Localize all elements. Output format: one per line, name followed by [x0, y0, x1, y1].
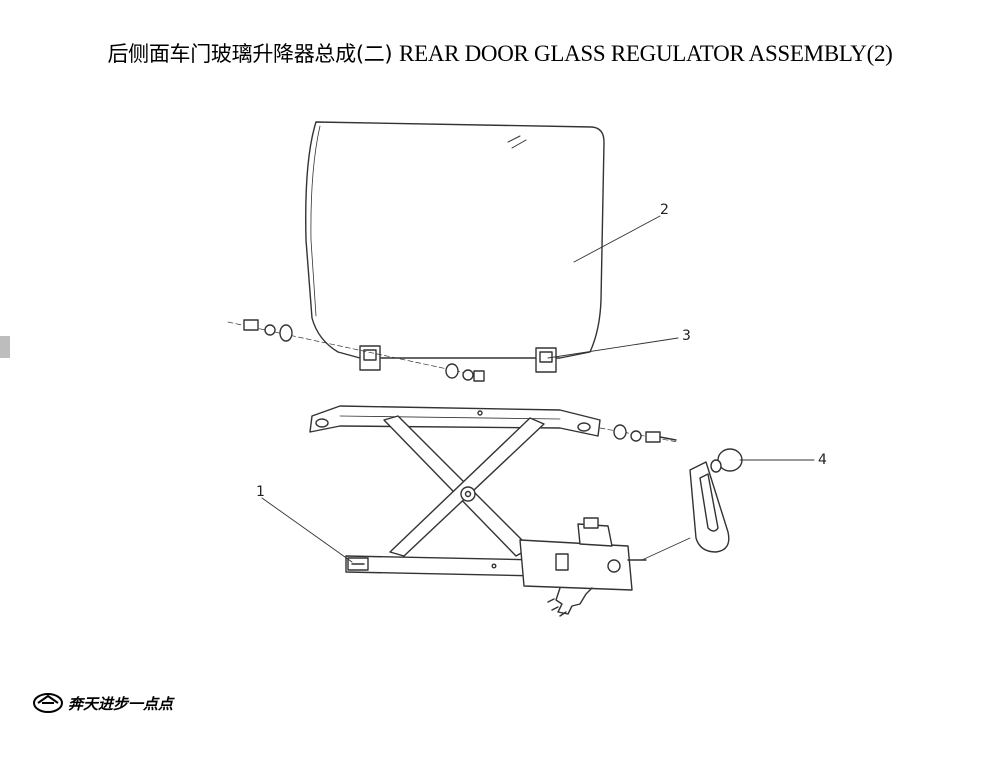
- regulator-scissor-arms: [383, 415, 545, 557]
- side-page-tab: [0, 336, 10, 358]
- callout-4: 4: [818, 452, 827, 468]
- callout-2: 2: [660, 202, 669, 218]
- page-title-english: REAR DOOR GLASS REGULATOR ASSEMBLY(2): [399, 41, 893, 66]
- page-title: 后侧面车门玻璃升降器总成(二) REAR DOOR GLASS REGULATO…: [0, 38, 1000, 68]
- footer-brand-text: 奔天进步一点点: [68, 695, 175, 713]
- callout-leaders: [261, 215, 815, 563]
- footer-brand: 奔天进步一点点: [33, 693, 175, 713]
- callout-1: 1: [256, 484, 265, 500]
- regulator-gearbox: [519, 517, 647, 617]
- callout-3: 3: [682, 328, 691, 344]
- left-bolt-stack: [227, 319, 485, 382]
- door-glass-part: [305, 121, 605, 373]
- manufacturer-logo-icon: [33, 693, 63, 713]
- page-title-chinese: 后侧面车门玻璃升降器总成(二): [107, 42, 393, 66]
- right-bolt-stack: [599, 424, 679, 443]
- window-crank-handle: [641, 448, 743, 561]
- regulator-top-rail: [309, 405, 601, 437]
- regulator-bottom-rail: [345, 555, 541, 577]
